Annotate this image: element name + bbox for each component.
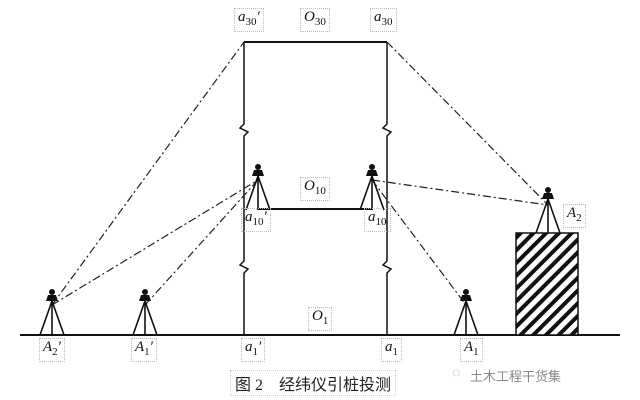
label-o30: O30 xyxy=(300,8,330,32)
label-o10: O10 xyxy=(300,177,330,201)
label-a30: a30 xyxy=(370,8,397,32)
hatched-building xyxy=(515,232,579,336)
label-a30-prime: a30′ xyxy=(234,8,264,32)
sight-lines xyxy=(51,41,549,306)
label-a10: a10 xyxy=(364,208,391,232)
theodolite-A2-prime xyxy=(39,288,65,336)
figure-caption: 图 2 经纬仪引桩投测 xyxy=(230,370,397,396)
theodolite-A2 xyxy=(535,186,561,234)
label-a10-prime: a10′ xyxy=(241,208,271,232)
label-a1-prime: a1′ xyxy=(241,338,266,362)
theodolite-A1 xyxy=(453,288,479,336)
wechat-icon: ◌ xyxy=(452,366,461,381)
theodolite-a10 xyxy=(359,163,385,211)
label-a1: a1 xyxy=(381,338,402,362)
watermark: 土木工程干货集 xyxy=(470,370,562,385)
label-o1: O1 xyxy=(308,307,333,331)
label-A1-prime: A1′ xyxy=(131,338,157,362)
label-A2-prime: A2′ xyxy=(39,338,65,362)
label-A1: A1 xyxy=(460,338,483,362)
theodolite-a10-prime xyxy=(245,163,271,211)
label-A2: A2 xyxy=(563,204,586,228)
building-outline xyxy=(238,41,393,335)
